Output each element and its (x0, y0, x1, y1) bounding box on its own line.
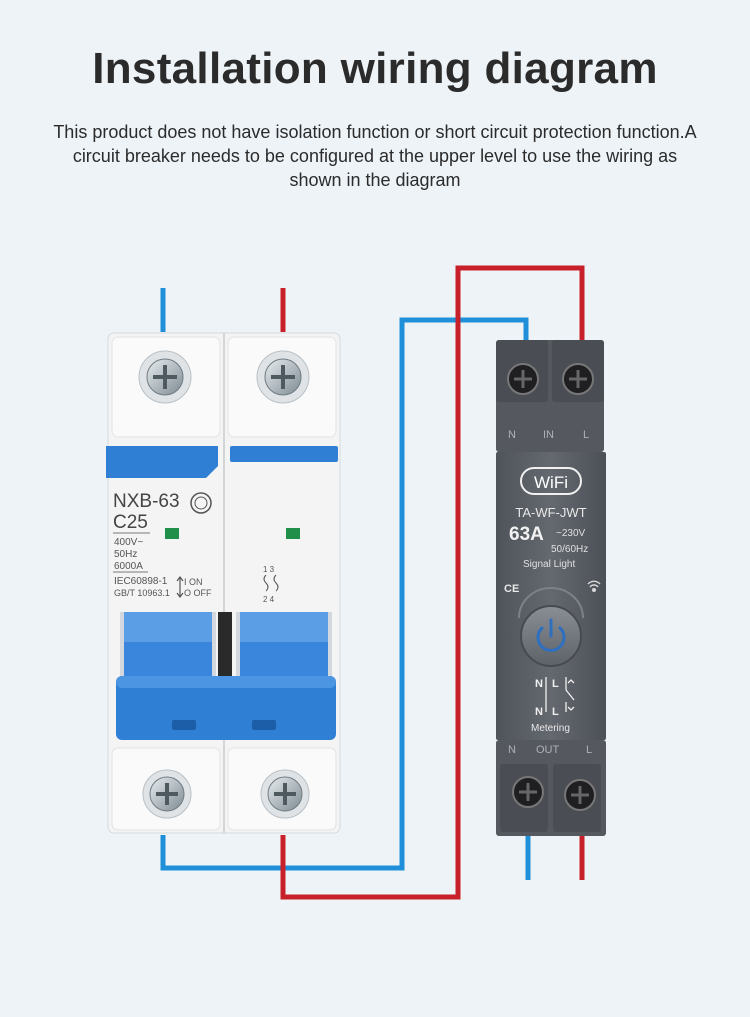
circuit-breaker: NXB-63 C25 400V~ 50Hz 6000A IEC60898-1 G… (106, 332, 341, 834)
breaker-rating: C25 (113, 512, 148, 533)
wifi-smart-switch: N IN L WiFi TA-WF-JWT 63A ~230V 50/60Hz … (496, 340, 606, 836)
screw-icon (260, 769, 310, 819)
power-icon (536, 618, 566, 652)
screw-icon (507, 363, 539, 395)
breaker-terminal-bottom: 2 4 (263, 595, 275, 604)
screw-icon (142, 769, 192, 819)
screw-icon (512, 776, 544, 808)
wifi-badge (520, 467, 582, 495)
breaker-off-label: O OFF (184, 588, 212, 598)
device-current: 63A (509, 524, 544, 545)
device-bottom-label-n: N (508, 744, 516, 756)
ce-mark-icon: CE (504, 583, 519, 595)
device-bottom-label-out: OUT (536, 744, 560, 756)
screw-icon (256, 350, 310, 404)
signal-light (518, 587, 584, 619)
breaker-model: NXB-63 (113, 491, 180, 512)
wires (160, 265, 585, 900)
device-frequency: 50/60Hz (551, 544, 588, 555)
device-top-label-l: L (583, 429, 589, 441)
status-indicator (165, 528, 179, 539)
page-title: Installation wiring diagram (92, 44, 658, 93)
wifi-signal-icon (587, 580, 601, 593)
screw-icon (138, 350, 192, 404)
neutral-wire-link (160, 317, 529, 871)
breaker-standard-1: IEC60898-1 (114, 576, 168, 587)
arrow-updown-icon (176, 576, 184, 598)
screw-icon (564, 779, 596, 811)
schematic-l-1: L (552, 678, 559, 690)
switch-symbol-icon (263, 574, 279, 592)
breaker-standard-2: GB/T 10963.1 (114, 588, 170, 598)
device-top-label-in: IN (543, 429, 554, 441)
breaker-terminal-top: 1 3 (263, 565, 275, 574)
device-model: TA-WF-JWT (515, 505, 586, 520)
breaker-capacity: 6000A (114, 561, 143, 572)
wifi-badge-text: WiFi (534, 473, 568, 492)
breaker-on-label: I ON (184, 577, 203, 587)
breaker-toggle-handle[interactable] (116, 676, 336, 740)
device-voltage: ~230V (556, 528, 586, 539)
breaker-frequency: 50Hz (114, 549, 137, 560)
metering-label: Metering (531, 723, 570, 734)
live-wire-link (280, 265, 585, 900)
schematic-n-1: N (535, 678, 543, 690)
breaker-voltage: 400V~ (114, 537, 143, 548)
device-bottom-label-l: L (586, 744, 592, 756)
screw-icon (562, 363, 594, 395)
device-top-label-n: N (508, 429, 516, 441)
schematic-n-2: N (535, 706, 543, 718)
device-signal-label: Signal Light (523, 559, 575, 570)
status-indicator (286, 528, 300, 539)
warning-text: This product does not have isolation fun… (53, 122, 697, 190)
relay-schematic-icon (545, 677, 575, 712)
ccc-mark-icon (190, 492, 212, 514)
schematic-l-2: L (552, 706, 559, 718)
power-button[interactable] (520, 605, 582, 667)
